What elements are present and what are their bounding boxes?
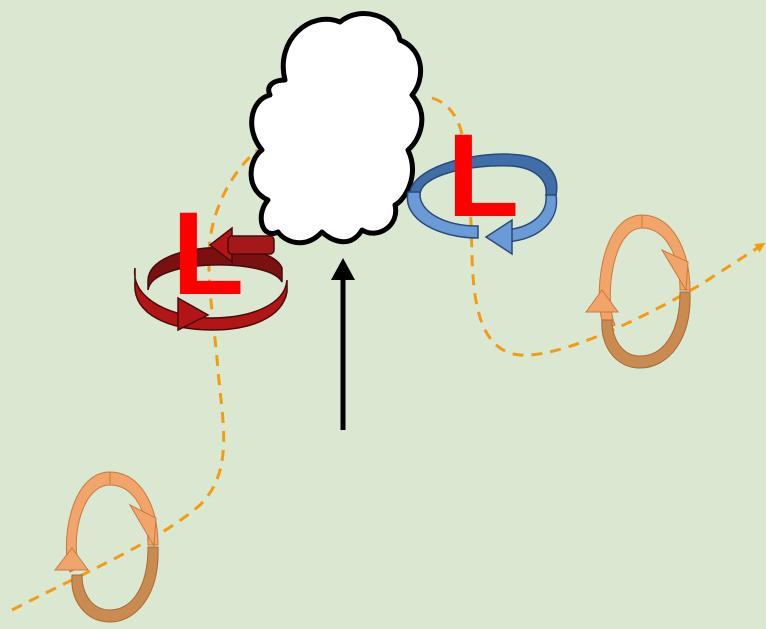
right-small-vortex-arrowhead-bottom	[585, 289, 619, 313]
updraft-head	[331, 258, 355, 280]
left-low-letter: L	[172, 188, 244, 320]
right-vortex-front-band	[406, 191, 479, 239]
right-vortex-arrowhead	[484, 218, 513, 256]
right-low-letter: L	[447, 110, 519, 242]
horizontal-rotation-icon	[53, 471, 159, 623]
storm-track-left	[11, 148, 259, 612]
rotation-cw-icon	[406, 153, 558, 256]
left-vortex-arrowhead-bottom	[177, 296, 210, 332]
right-small-vortex-front	[601, 291, 691, 369]
rotation-ccw-icon	[134, 226, 288, 332]
cloud-shape	[248, 11, 425, 246]
right-small-vortex-arrowhead-top	[660, 248, 689, 292]
storm-track-right	[431, 96, 766, 357]
cloud-icon	[248, 11, 425, 246]
left-small-vortex-arrowhead-top	[128, 503, 157, 548]
up-arrow-icon	[331, 258, 355, 430]
horizontal-rotation-icon	[585, 214, 691, 369]
left-vortex-arrow-stem	[227, 235, 275, 255]
left-vortex-back-band	[147, 246, 283, 291]
left-small-vortex-front	[71, 546, 159, 623]
left-small-vortex-arrowhead-bottom	[53, 547, 89, 571]
